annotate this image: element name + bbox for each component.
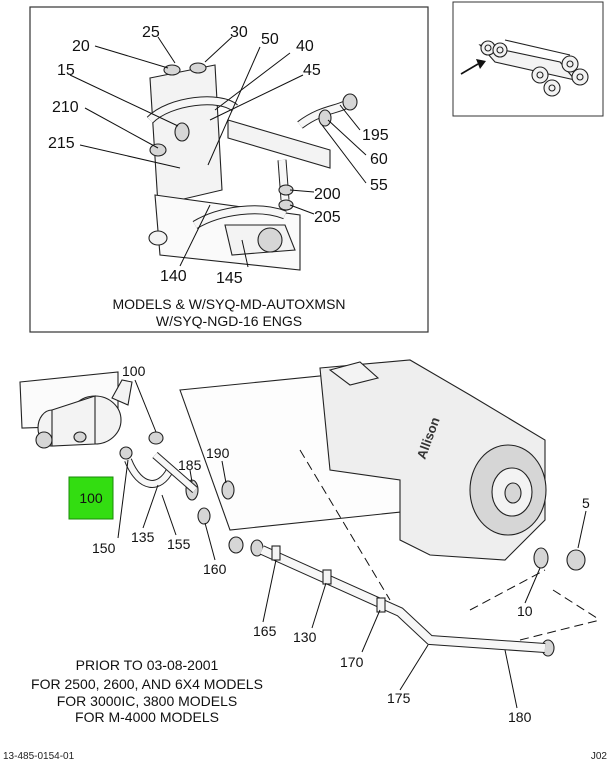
- callout-160: 160: [203, 561, 227, 577]
- callout-45: 45: [303, 62, 321, 79]
- top-leader-lines: [69, 36, 367, 268]
- callout-175: 175: [387, 690, 411, 706]
- callout-155: 155: [167, 536, 191, 552]
- bottom-dashed-lines: [299, 449, 601, 641]
- callout-40: 40: [296, 38, 314, 55]
- bottom-caption-line-1: PRIOR TO 03-08-2001: [76, 657, 219, 673]
- callout-145: 145: [216, 270, 243, 287]
- callout-140: 140: [160, 268, 187, 285]
- locator-arrow-icon: [476, 59, 486, 69]
- callout-50: 50: [261, 31, 279, 48]
- callout-190: 190: [206, 445, 230, 461]
- top-callouts: 20 25 30 50 40 45 15 210 215 195 60 55 2…: [48, 24, 389, 287]
- callout-205: 205: [314, 209, 341, 226]
- callout-195: 195: [362, 127, 389, 144]
- highlighted-callout-box[interactable]: [68, 476, 114, 520]
- bottom-caption-line-2: FOR 2500, 2600, AND 6X4 MODELS: [31, 676, 263, 692]
- bottom-callouts: 100 190 185 135 155 150 160 165 130 170 …: [92, 363, 590, 725]
- callout-10: 10: [517, 603, 533, 619]
- callout-20: 20: [72, 38, 90, 55]
- bottom-assembly-drawing: Allison: [19, 359, 586, 657]
- callout-5: 5: [582, 495, 590, 511]
- truck-chassis-locator: [460, 39, 589, 97]
- drawing-number: 13-485-0154-01: [3, 751, 75, 761]
- callout-130: 130: [293, 629, 317, 645]
- locator-inset-frame: [452, 1, 604, 117]
- callout-30: 30: [230, 24, 248, 41]
- callout-185: 185: [178, 457, 202, 473]
- bottom-caption-line-3: FOR 3000IC, 3800 MODELS: [57, 693, 238, 709]
- callout-150: 150: [92, 540, 116, 556]
- callout-100: 100: [122, 363, 146, 379]
- top-assembly-drawing: [146, 62, 358, 271]
- callout-135: 135: [131, 529, 155, 545]
- callout-180: 180: [508, 709, 532, 725]
- callout-215: 215: [48, 135, 75, 152]
- bottom-leader-lines: [117, 379, 587, 709]
- callout-200: 200: [314, 186, 341, 203]
- top-caption-line-1: MODELS & W/SYQ-MD-AUTOXMSN: [112, 296, 345, 312]
- callout-55: 55: [370, 177, 388, 194]
- callout-210: 210: [52, 99, 79, 116]
- callout-170: 170: [340, 654, 364, 670]
- bottom-caption-line-4: FOR M-4000 MODELS: [75, 709, 219, 725]
- callout-15: 15: [57, 62, 75, 79]
- top-inset-frame: [29, 6, 429, 333]
- bottom-caption: PRIOR TO 03-08-2001 FOR 2500, 2600, AND …: [31, 657, 263, 725]
- top-caption-line-2: W/SYQ-NGD-16 ENGS: [156, 313, 302, 329]
- highlighted-callout-100[interactable]: 100: [79, 490, 103, 506]
- callout-25: 25: [142, 24, 160, 41]
- callout-60: 60: [370, 151, 388, 168]
- callout-165: 165: [253, 623, 277, 639]
- sheet-code: J02: [591, 751, 608, 761]
